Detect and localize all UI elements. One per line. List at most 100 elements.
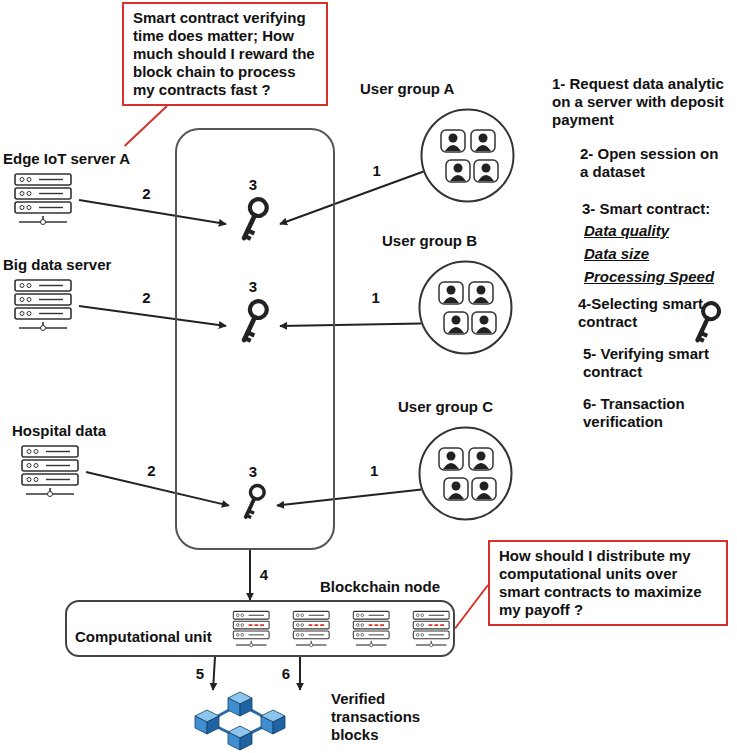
user-group-circle-part xyxy=(471,130,495,152)
key-icon-part xyxy=(237,196,270,241)
blockchain-icon xyxy=(185,690,295,752)
server-icon-part xyxy=(34,478,38,482)
key-icon-part xyxy=(240,483,267,520)
blockchain-icon-part xyxy=(195,716,207,734)
group-heading: User group B xyxy=(382,232,522,250)
computational-unit-icon-part xyxy=(413,611,449,619)
server-icon-part xyxy=(41,220,46,225)
server-icon-part xyxy=(15,174,71,225)
server-icon xyxy=(20,444,82,500)
computational-unit-icon-part xyxy=(421,614,424,617)
step-number: 4 xyxy=(258,566,270,584)
server-node: Edge IoT server A xyxy=(3,150,155,228)
computational-unit-icon-part xyxy=(293,621,329,629)
user-group-circle-part xyxy=(472,312,496,334)
computational-unit-icon-part xyxy=(361,614,364,617)
flow-arrow xyxy=(79,200,226,224)
server-icon-part xyxy=(20,284,24,288)
key-icon xyxy=(231,481,275,522)
user-group-circle-part xyxy=(439,448,463,470)
computational-unit-icon-part xyxy=(241,614,244,617)
key-icon-part xyxy=(248,332,255,335)
step-text: 4-Selecting smart contract xyxy=(578,295,728,331)
computational-unit-icon-part xyxy=(310,643,313,647)
server-icon-part xyxy=(15,280,71,291)
user-group-circle-part xyxy=(474,160,498,182)
blockchain-icon-part xyxy=(228,732,240,750)
node-text: Computational unit xyxy=(75,602,453,646)
user-group-circle-part xyxy=(473,463,489,469)
computational-unit-icon-part xyxy=(236,614,239,617)
user-group-circle-part xyxy=(447,452,456,461)
server-icon-part xyxy=(46,479,70,480)
step-text: 3- Smart contract: xyxy=(582,200,732,218)
computational-unit-icon-part xyxy=(370,643,373,647)
key-icon-part xyxy=(244,317,255,340)
step-number: 3 xyxy=(231,463,275,481)
computational-unit-icon-part xyxy=(233,611,269,646)
leader-line xyxy=(125,106,167,146)
flow-arrow xyxy=(277,490,422,506)
user-group-circle-part xyxy=(480,482,489,491)
key-icon-part xyxy=(245,338,251,341)
computational-unit-icon-part xyxy=(421,633,424,636)
flow-arrow xyxy=(299,657,301,690)
blockchain-icon-part xyxy=(240,698,252,716)
server-icon-part xyxy=(27,192,31,196)
computational-unit-icon-part xyxy=(296,633,299,636)
computational-unit-icon-part xyxy=(241,624,244,627)
blockchain-icon-part xyxy=(207,716,219,734)
smart-contract-key: 3 xyxy=(228,278,278,346)
server-icon-part xyxy=(20,206,24,210)
computational-unit-icon-part xyxy=(416,633,419,636)
computational-unit-icon-part xyxy=(416,614,419,617)
user-group-circle-part xyxy=(444,312,468,334)
user-group-circle-part xyxy=(478,175,494,181)
server-icon-part xyxy=(27,298,31,302)
computational-unit-icon-part xyxy=(249,634,264,635)
key-icon-part xyxy=(247,515,252,517)
computational-unit-icon-part xyxy=(429,615,444,616)
user-group-circle-part xyxy=(443,463,459,469)
user-group-circle-part xyxy=(479,134,488,143)
flow-arrow xyxy=(249,550,251,600)
step-number: 3 xyxy=(228,176,278,194)
key-icon-part xyxy=(237,298,270,343)
computational-unit-icon-part xyxy=(361,624,364,627)
server-icon xyxy=(13,278,75,334)
key-icon xyxy=(228,194,278,244)
user-group-circle-part xyxy=(441,130,465,152)
key-tooth xyxy=(698,338,703,341)
leader-line xyxy=(455,585,488,629)
computational-unit-icon-part xyxy=(356,633,359,636)
computational-unit-icon-part xyxy=(353,611,389,646)
user-group-circle-part xyxy=(469,448,493,470)
contract-attribute: Data size xyxy=(584,245,684,263)
server-icon-part xyxy=(48,492,53,497)
flow-arrow xyxy=(213,657,215,690)
step-number: 5 xyxy=(194,665,206,683)
user-group-circle-part xyxy=(476,493,492,499)
group-heading: User group C xyxy=(398,398,522,416)
server-icon-part xyxy=(27,312,31,316)
user-group-circle xyxy=(420,108,515,203)
server-icon-part xyxy=(22,460,78,471)
server-label: Edge IoT server A xyxy=(3,150,155,168)
server-label: Hospital data xyxy=(12,422,142,440)
user-group-circle xyxy=(418,260,513,355)
server-icon-part xyxy=(27,284,31,288)
user-group-circle-part xyxy=(477,452,486,461)
server-icon-part xyxy=(46,451,70,452)
user-group-circle-part xyxy=(422,110,514,202)
computational-unit-icon-part xyxy=(309,615,324,616)
computational-unit-icon-part xyxy=(353,621,389,629)
step-number: 2 xyxy=(140,185,152,203)
server-icon-part xyxy=(39,285,63,286)
user-group-circle-part xyxy=(476,327,492,333)
step-text: 5- Verifying smart contract xyxy=(583,345,733,381)
step-number: 2 xyxy=(140,289,152,307)
user-group-circle-part xyxy=(444,478,468,500)
server-icon-part xyxy=(39,313,63,314)
computational-unit-icon-part xyxy=(301,614,304,617)
step-text: 1- Request data analytic on a server wit… xyxy=(552,75,734,129)
